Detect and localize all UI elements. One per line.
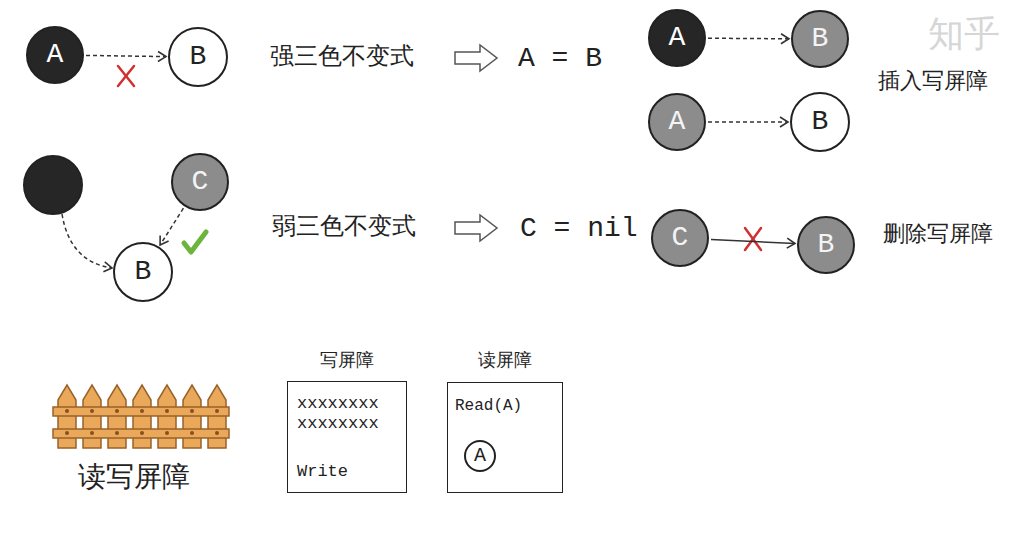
circle-letter: B [190, 43, 207, 71]
dashed-pointer [62, 214, 112, 268]
red-cross [745, 228, 761, 250]
barrier-name: 插入写屏障 [878, 68, 988, 94]
red-cross [118, 66, 134, 86]
panel-code: Read(A) [455, 396, 555, 416]
object-circle: A [648, 9, 706, 67]
fence-picture [53, 385, 229, 448]
circle-letter: B [812, 108, 829, 136]
circle-letter: A [474, 446, 486, 466]
barrier-name: 读写屏障 [78, 460, 190, 494]
object-circle: A [26, 26, 84, 84]
black-object [24, 156, 82, 214]
hollow-arrow [455, 45, 497, 71]
barrier-panel: 读屏障 Read(A) A [447, 348, 563, 493]
object-circle: B [168, 27, 228, 87]
barrier-panel: 写屏障 xxxxxxxx xxxxxxxxWrite [287, 348, 407, 493]
object-circle: C [171, 153, 229, 211]
dashed-pointer [160, 208, 183, 245]
circle-letter: B [812, 25, 829, 53]
panel-code: Write [297, 462, 387, 482]
dashed-pointer [708, 121, 788, 123]
panel-code: xxxxxxxx xxxxxxxx [297, 394, 387, 434]
circle-letter: A [47, 41, 64, 69]
circle-letter: A [669, 108, 686, 136]
dashed-pointer [708, 37, 789, 39]
object-circle: B [790, 92, 850, 152]
circle-letter: C [672, 224, 689, 252]
object-circle: A [464, 440, 496, 472]
hollow-arrow [455, 215, 497, 241]
object-circle: B [797, 216, 855, 274]
circle-letter: B [135, 258, 152, 286]
circle-letter: B [818, 231, 835, 259]
invariant-title: 强三色不变式 [270, 42, 414, 71]
watermark: 知乎 [928, 12, 1000, 55]
panel-heading: 写屏障 [287, 348, 407, 372]
object-circle: A [648, 93, 706, 151]
barrier-name: 删除写屏障 [883, 221, 993, 247]
circle-letter: A [669, 24, 686, 52]
dashed-pointer [86, 55, 166, 56]
panel-heading: 读屏障 [447, 348, 563, 372]
object-circle: C [651, 209, 709, 267]
object-circle: B [791, 10, 849, 68]
fence-nails [65, 409, 219, 435]
formula: C = nil [520, 212, 638, 246]
green-check [184, 232, 206, 252]
invariant-title: 弱三色不变式 [272, 212, 416, 241]
pointer-arrow [711, 240, 795, 244]
object-circle: B [113, 242, 173, 302]
formula: A = B [518, 42, 602, 76]
circle-letter: C [192, 168, 209, 196]
